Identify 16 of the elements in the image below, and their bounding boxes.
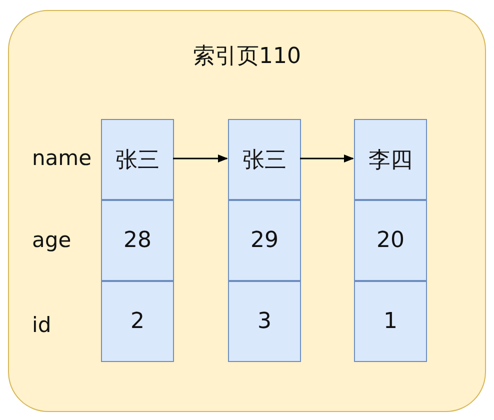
record-cell: 28 [101,200,174,281]
record-cell: 2 [101,281,174,362]
row-label: age [32,228,72,252]
record-cell: 20 [354,200,427,281]
title: 索引页110 [193,44,301,69]
record-cell: 1 [354,281,427,362]
record-cell: 张三 [228,119,301,200]
arrow [173,154,228,162]
record-cell: 29 [228,200,301,281]
record-cell: 李四 [354,119,427,200]
page-box [8,10,486,412]
arrow [300,154,354,162]
row-label: name [32,146,92,170]
row-label: id [32,313,52,337]
record-cell: 3 [228,281,301,362]
record-cell: 张三 [101,119,174,200]
